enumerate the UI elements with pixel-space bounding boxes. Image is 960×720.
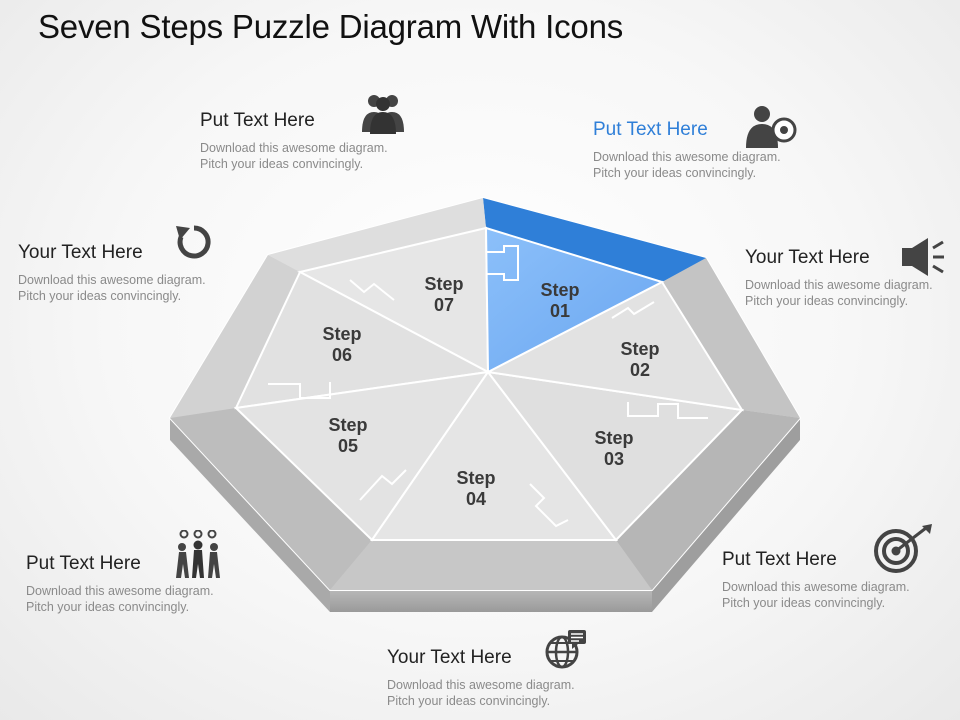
bevel-bottom [330, 540, 652, 590]
step-05-label-line2: 05 [338, 436, 358, 456]
callout-heading: Put Text Here [200, 110, 315, 131]
page-title: Seven Steps Puzzle Diagram With Icons [38, 8, 624, 45]
megaphone-icon [902, 238, 944, 276]
bevel-left [170, 255, 300, 418]
callout-heading: Put Text Here [26, 553, 141, 574]
callout-target: Put Text Here Download this awesome diag… [722, 549, 910, 611]
callout-collaboration: Put Text Here Download this awesome diag… [26, 553, 214, 615]
step-05-label-line1: Step [328, 415, 367, 435]
team-icon [362, 95, 404, 134]
step-04-label-line2: 04 [466, 489, 486, 509]
callout-body-line1: Download this awesome diagram. [18, 273, 206, 287]
callout-body-line2: Pitch your ideas convincingly. [722, 596, 886, 610]
callout-heading: Your Text Here [18, 242, 143, 263]
bevel-bottom-left [170, 408, 372, 590]
callout-person-search: Put Text Here Download this awesome diag… [593, 119, 781, 181]
bevel-bottom-right [616, 410, 800, 590]
step-01-label-line1: Step [540, 280, 579, 300]
callout-heading: Your Text Here [745, 247, 870, 268]
step-labels: Step 01 Step 02 Step 03 Step 04 Step 05 … [322, 274, 659, 509]
callout-body: Download this awesome diagram. Pitch you… [26, 583, 214, 615]
callout-body-line2: Pitch your ideas convincingly. [26, 600, 190, 614]
callout-body: Download this awesome diagram. Pitch you… [722, 579, 910, 611]
frame-side-right [652, 418, 800, 612]
collaboration-icon [176, 530, 220, 578]
step-06-label-line1: Step [322, 324, 361, 344]
puzzle-tabs [268, 245, 708, 528]
bevel-right [662, 258, 800, 418]
callout-body-line2: Pitch your ideas convincingly. [200, 157, 364, 171]
callout-body-line1: Download this awesome diagram. [26, 584, 214, 598]
callout-body-line2: Pitch your ideas convincingly. [745, 294, 909, 308]
callout-body-line2: Pitch your ideas convincingly. [18, 289, 182, 303]
callout-body: Download this awesome diagram. Pitch you… [18, 272, 206, 304]
callout-heading: Put Text Here [722, 549, 837, 570]
callout-globe-chat: Your Text Here Download this awesome dia… [387, 647, 575, 709]
callout-body-line1: Download this awesome diagram. [722, 580, 910, 594]
callout-body-line1: Download this awesome diagram. [745, 278, 933, 292]
callout-heading: Your Text Here [387, 647, 512, 668]
callout-body-line1: Download this awesome diagram. [593, 150, 781, 164]
frame-side-front [330, 590, 652, 612]
step-02-label-line2: 02 [630, 360, 650, 380]
step-07-label-line1: Step [424, 274, 463, 294]
step-01-label-line2: 01 [550, 301, 570, 321]
callout-body: Download this awesome diagram. Pitch you… [593, 149, 781, 181]
callout-body-line2: Pitch your ideas convincingly. [593, 166, 757, 180]
globe-chat-icon [545, 630, 586, 669]
callout-heading: Put Text Here [593, 119, 708, 140]
callout-body: Download this awesome diagram. Pitch you… [387, 677, 575, 709]
callout-body: Download this awesome diagram. Pitch you… [745, 277, 933, 309]
callout-team: Put Text Here Download this awesome diag… [200, 110, 388, 172]
refresh-icon [176, 225, 211, 259]
step-03-label-line2: 03 [604, 449, 624, 469]
step-04-label-line1: Step [456, 468, 495, 488]
frame-side-left [170, 418, 330, 612]
callout-refresh: Your Text Here Download this awesome dia… [18, 242, 206, 304]
step-02-label-line1: Step [620, 339, 659, 359]
step-07-label-line2: 07 [434, 295, 454, 315]
callout-body-line1: Download this awesome diagram. [387, 678, 575, 692]
callout-body-line1: Download this awesome diagram. [200, 141, 388, 155]
callout-body-line2: Pitch your ideas convincingly. [387, 694, 551, 708]
step-03-label-line1: Step [594, 428, 633, 448]
bevel-top-left [268, 198, 486, 272]
person-search-icon [746, 106, 797, 148]
step-06-label-line2: 06 [332, 345, 352, 365]
bevel-top-right [483, 198, 706, 282]
callout-megaphone: Your Text Here Download this awesome dia… [745, 247, 933, 309]
callout-body: Download this awesome diagram. Pitch you… [200, 140, 388, 172]
target-icon [874, 524, 932, 573]
segment-step-01[interactable] [484, 226, 665, 374]
